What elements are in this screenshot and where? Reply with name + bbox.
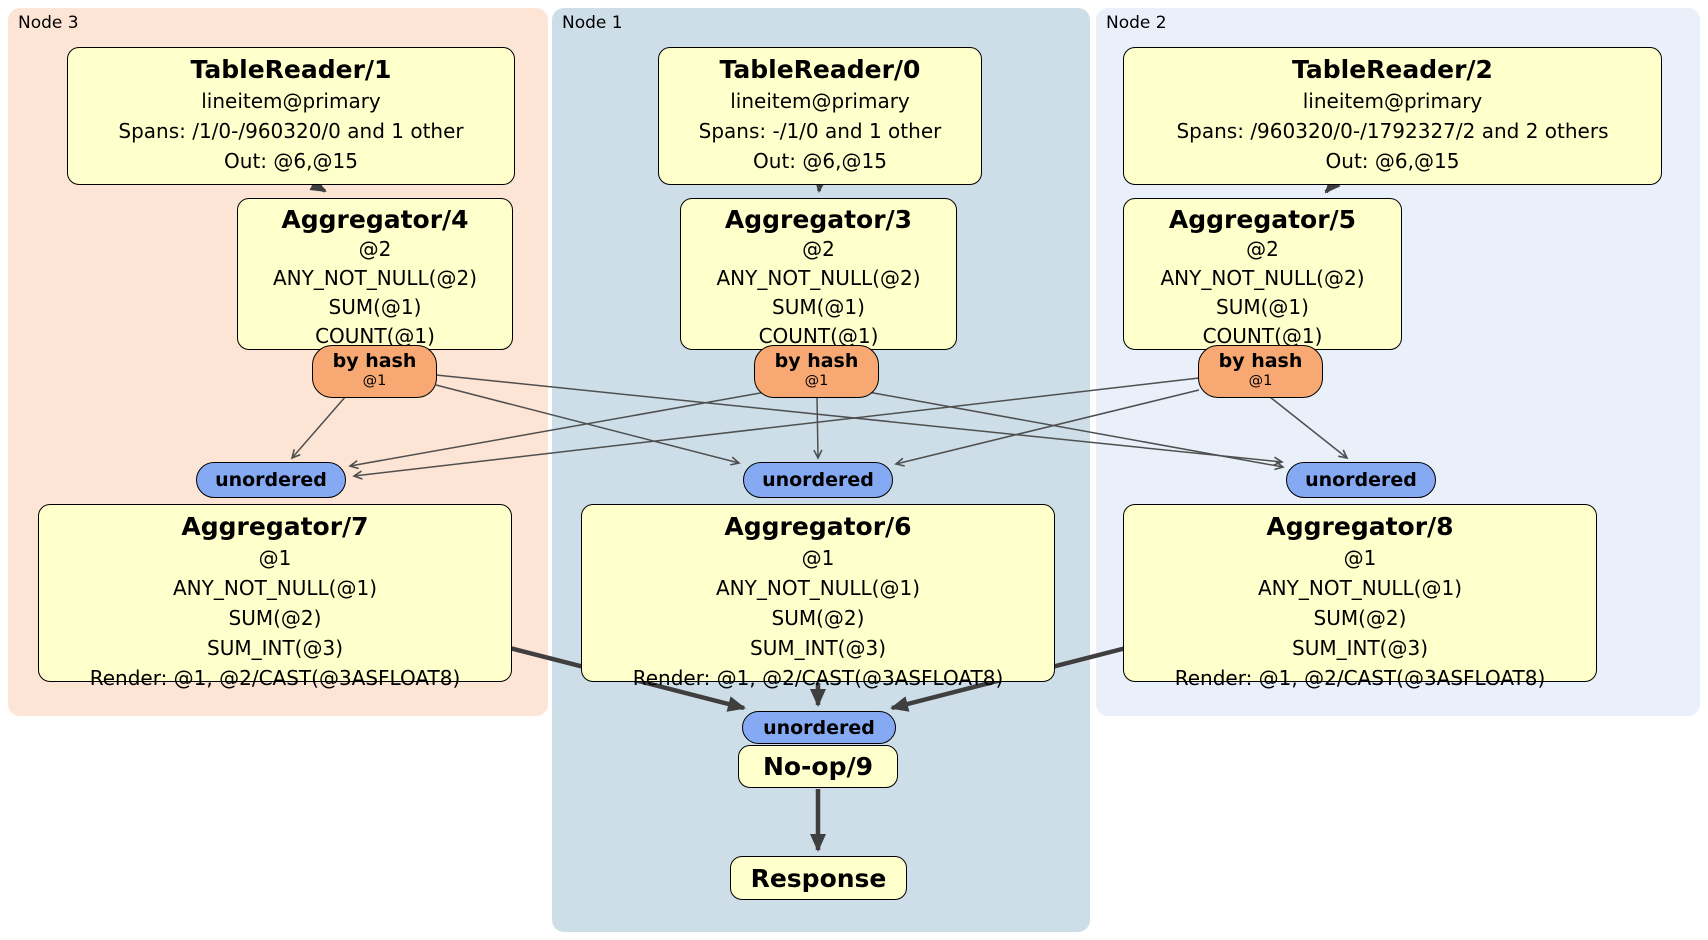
processor-func: SUM_INT(@3) (750, 636, 886, 660)
router-label: by hash (332, 350, 417, 372)
processor-func: ANY_NOT_NULL(@2) (716, 266, 921, 290)
edge-hash4-sync7 (290, 395, 347, 460)
router-by-hash-5: by hash @1 (1198, 345, 1323, 398)
edge-hash3-sync7 (348, 391, 767, 470)
processor-func: COUNT(@1) (758, 324, 879, 348)
processor-out: Out: @6,@15 (753, 149, 887, 173)
processor-groupcols: @1 (1343, 546, 1377, 570)
processor-func: SUM(@1) (1216, 295, 1309, 319)
processor-func: ANY_NOT_NULL(@1) (716, 576, 920, 600)
router-label: by hash (774, 350, 859, 372)
processor-aggregator-8: Aggregator/8 @1 ANY_NOT_NULL(@1) SUM(@2)… (1123, 504, 1597, 690)
processor-func: SUM_INT(@3) (1292, 636, 1428, 660)
processor-func: COUNT(@1) (1202, 324, 1323, 348)
sync-unordered-final: unordered (742, 711, 896, 744)
processor-out: Out: @6,@15 (224, 149, 358, 173)
processor-title: Aggregator/7 (181, 512, 369, 541)
processor-title: TableReader/1 (190, 55, 392, 84)
node-group-3-label: Node 3 (18, 13, 79, 33)
edge-hash3-sync8 (867, 391, 1285, 471)
processor-render: Render: @1, @2/CAST(@3ASFLOAT8) (632, 666, 1004, 690)
edge-hash5-sync8 (1269, 396, 1349, 460)
edge-hash5-sync7 (352, 377, 1200, 480)
processor-title: Aggregator/8 (1266, 512, 1454, 541)
processor-title: Aggregator/4 (281, 205, 469, 234)
processor-aggregator-4: Aggregator/4 @2 ANY_NOT_NULL(@2) SUM(@1)… (237, 198, 513, 350)
processor-aggregator-3: Aggregator/3 @2 ANY_NOT_NULL(@2) SUM(@1)… (680, 198, 957, 350)
router-key: @1 (362, 373, 387, 389)
processor-spans: Spans: -/1/0 and 1 other (698, 119, 942, 143)
processor-func: SUM(@2) (228, 606, 322, 630)
edge-hash5-sync6 (894, 389, 1200, 467)
processor-aggregator-7: Aggregator/7 @1 ANY_NOT_NULL(@1) SUM(@2)… (38, 504, 512, 690)
processor-tablereader-2: TableReader/2 lineitem@primary Spans: /9… (1123, 47, 1662, 185)
sync-unordered-8: unordered (1286, 462, 1436, 498)
processor-title: Aggregator/3 (724, 205, 913, 234)
router-by-hash-3: by hash @1 (754, 345, 879, 398)
processor-spans: Spans: /1/0-/960320/0 and 1 other (118, 119, 464, 143)
processor-title: Aggregator/5 (1168, 205, 1357, 234)
edge-hash4-sync8 (435, 374, 1284, 466)
processor-index: lineitem@primary (730, 89, 910, 113)
processor-noop-9: No-op/9 (738, 745, 898, 788)
processor-func: ANY_NOT_NULL(@1) (173, 576, 377, 600)
router-key: @1 (804, 373, 829, 389)
node-group-2-label: Node 2 (1106, 13, 1167, 33)
processor-title: TableReader/0 (719, 55, 921, 84)
sync-label: unordered (763, 716, 875, 739)
processor-func: SUM_INT(@3) (207, 636, 343, 660)
processor-func: SUM(@1) (328, 295, 422, 319)
processor-title: TableReader/2 (1292, 55, 1493, 84)
processor-index: lineitem@primary (201, 89, 381, 113)
sync-label: unordered (762, 469, 874, 491)
processor-spans: Spans: /960320/0-/1792327/2 and 2 others (1176, 119, 1609, 143)
response-node: Response (730, 856, 907, 900)
sync-label: unordered (215, 469, 327, 491)
processor-title: Aggregator/6 (724, 512, 912, 541)
processor-aggregator-6: Aggregator/6 @1 ANY_NOT_NULL(@1) SUM(@2)… (581, 504, 1055, 690)
processor-aggregator-5: Aggregator/5 @2 ANY_NOT_NULL(@2) SUM(@1)… (1123, 198, 1402, 350)
node-group-1-label: Node 1 (562, 13, 623, 33)
processor-render: Render: @1, @2/CAST(@3ASFLOAT8) (1174, 666, 1546, 690)
processor-groupcols: @2 (358, 237, 392, 261)
processor-groupcols: @2 (1246, 237, 1279, 261)
router-by-hash-4: by hash @1 (312, 345, 437, 398)
processor-func: ANY_NOT_NULL(@2) (273, 266, 477, 290)
router-label: by hash (1218, 350, 1303, 372)
processor-tablereader-1: TableReader/1 lineitem@primary Spans: /1… (67, 47, 515, 185)
edge-hash3-sync6 (813, 396, 823, 460)
processor-groupcols: @1 (258, 546, 292, 570)
sync-label: unordered (1305, 469, 1417, 491)
processor-groupcols: @2 (802, 237, 835, 261)
processor-func: ANY_NOT_NULL(@2) (1160, 266, 1365, 290)
processor-func: ANY_NOT_NULL(@1) (1258, 576, 1462, 600)
processor-out: Out: @6,@15 (1325, 149, 1460, 173)
processor-func: COUNT(@1) (315, 324, 435, 348)
sync-unordered-6: unordered (743, 462, 893, 498)
processor-groupcols: @1 (801, 546, 835, 570)
router-key: @1 (1248, 373, 1273, 389)
sync-unordered-7: unordered (196, 462, 346, 498)
response-title: Response (750, 863, 887, 893)
processor-tablereader-0: TableReader/0 lineitem@primary Spans: -/… (658, 47, 982, 185)
processor-func: SUM(@2) (1313, 606, 1407, 630)
processor-render: Render: @1, @2/CAST(@3ASFLOAT8) (89, 666, 461, 690)
processor-title: No-op/9 (762, 752, 874, 781)
processor-index: lineitem@primary (1302, 89, 1483, 113)
processor-func: SUM(@1) (772, 295, 865, 319)
processor-func: SUM(@2) (771, 606, 865, 630)
